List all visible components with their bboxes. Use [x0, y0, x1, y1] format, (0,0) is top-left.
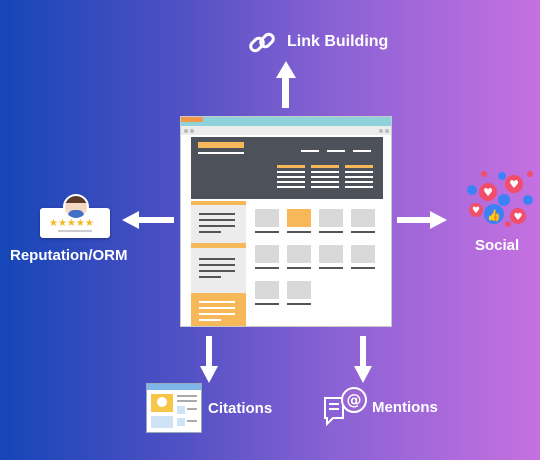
svg-text:@: @	[347, 391, 362, 409]
hero-header	[191, 137, 383, 199]
svg-text:♥: ♥	[509, 178, 519, 191]
star-rating: ★★★★★	[49, 218, 94, 229]
review-card-icon: ★★★★★	[40, 194, 110, 240]
label-social: Social	[475, 237, 520, 254]
social-reactions-icon: ♥ ♥ ♥ ♥ 👍	[464, 166, 536, 228]
label-link-building: Link Building	[287, 33, 389, 50]
sidebar	[191, 201, 246, 326]
browser-bar	[181, 117, 391, 126]
svg-text:♥: ♥	[472, 206, 480, 216]
content-grid	[255, 209, 380, 319]
chain-link-icon	[249, 32, 275, 53]
label-reputation-orm: Reputation/ORM	[10, 247, 128, 264]
citation-page-icon	[146, 383, 202, 433]
label-mentions: Mentions	[372, 399, 438, 416]
svg-text:👍: 👍	[487, 209, 501, 222]
svg-text:♥: ♥	[483, 186, 493, 199]
svg-text:♥: ♥	[514, 212, 523, 223]
at-sign-speech-icon: @	[324, 387, 367, 427]
website-mockup	[180, 116, 392, 327]
label-citations: Citations	[208, 400, 273, 417]
address-bar	[181, 126, 391, 135]
browser-tab	[181, 117, 203, 122]
avatar	[63, 194, 89, 220]
